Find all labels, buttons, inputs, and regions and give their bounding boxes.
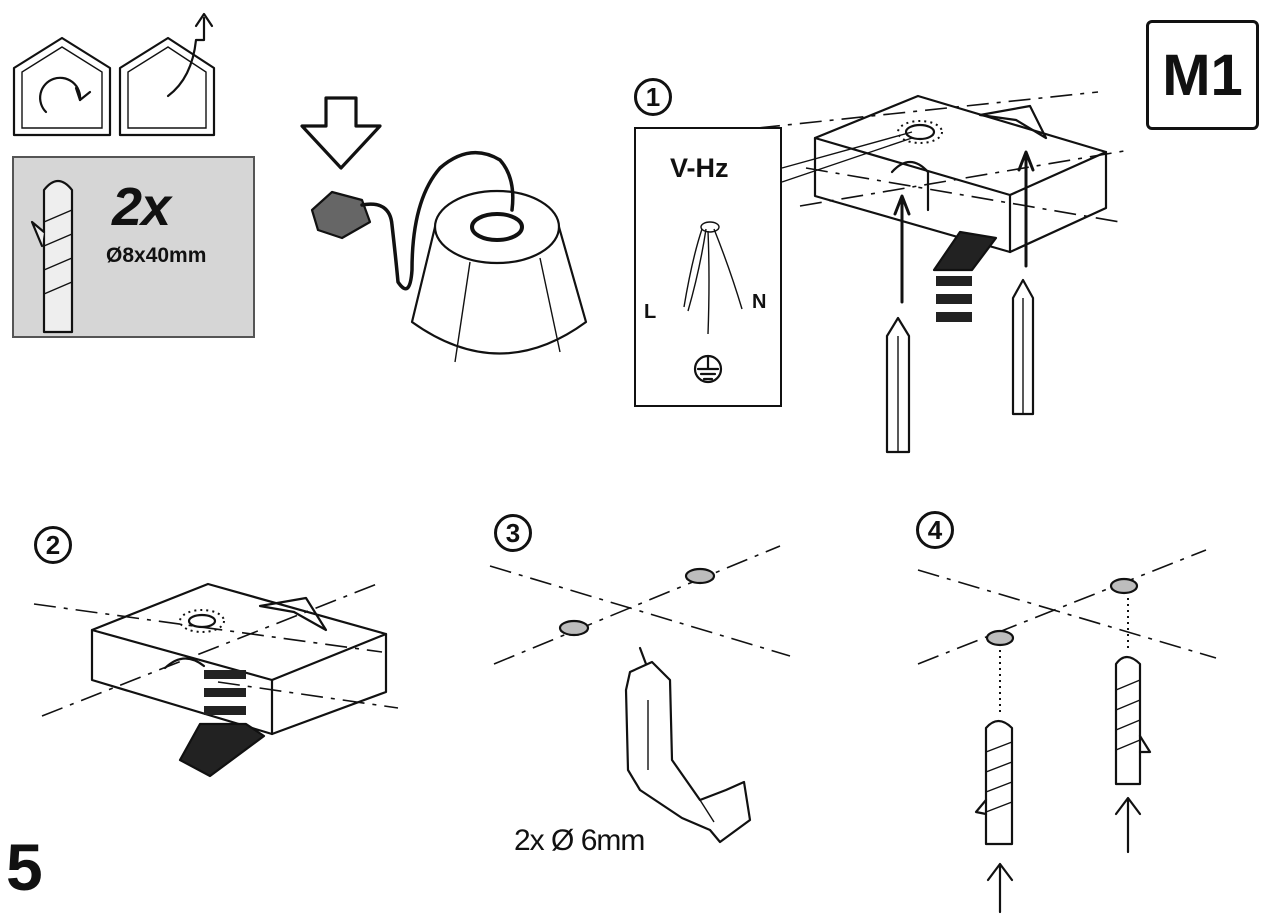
arrow-stripe [204,670,246,679]
mounting-bracket-icon [813,94,1108,254]
arrow-stripe [936,312,972,322]
arrow-stripe [204,688,246,697]
pencil-icon [1011,278,1035,416]
drill-caption: 2x Ø 6mm [514,824,645,857]
fixings-kit-panel: 2x Ø8x40mm [12,156,255,338]
indoor-recirculation-icon [12,36,112,137]
power-plug-icon [310,150,515,291]
step-number-4: 4 [916,511,954,549]
arrow-stripe [936,294,972,304]
mains-wires [683,221,743,384]
voltage-label: V-Hz [670,153,729,183]
drill-icon [624,646,752,844]
outdoor-extraction-icon [118,12,216,137]
wall-plug-icon [974,719,1014,846]
step-number-1: 1 [634,78,672,116]
arrow-stripe [936,276,972,286]
kit-size: Ø8x40mm [106,244,207,267]
live-label: L [644,301,657,323]
cooker-hood-icon [410,189,588,363]
model-badge: M1 [1146,20,1259,130]
wall-plug-icon [1114,655,1152,786]
mounting-bracket-icon [90,582,388,736]
arrow-stripe [204,706,246,715]
kit-quantity: 2x [112,177,171,237]
earth-ground-icon [695,356,721,382]
page-number: 5 [6,830,43,904]
neutral-label: N [752,291,767,313]
down-arrow-icon [300,96,382,170]
step-number-3: 3 [494,514,532,552]
pencil-icon [885,316,911,454]
up-arrow-icon [986,862,1014,914]
step-number-2: 2 [34,526,72,564]
wall-plug-icon [30,179,74,334]
mains-wiring-box: V-Hz L N [634,127,782,407]
up-arrow-icon [1114,796,1142,854]
